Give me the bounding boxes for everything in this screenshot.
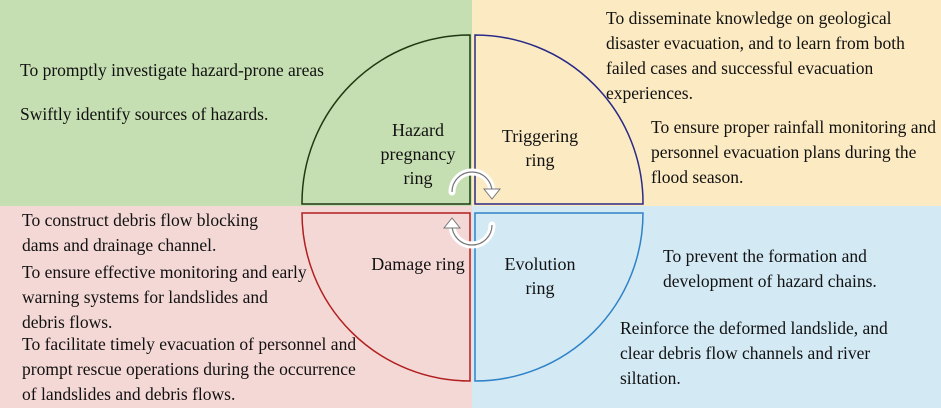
bottom-left-text-2: To ensure effective monitoring and early… — [22, 262, 307, 332]
bottom-left-text-1: To construct debris flow blocking dams a… — [22, 210, 258, 255]
bottom-right-text-2: Reinforce the deformed landslide, and cl… — [620, 318, 888, 388]
hazard-pregnancy-ring-label: Hazard pregnancy ring — [380, 120, 456, 188]
triggering-ring-shape — [474, 34, 644, 205]
bottom-right-text-1: To prevent the formation and development… — [663, 246, 877, 291]
bottom-left-text-3: To facilitate timely evacuation of perso… — [22, 334, 357, 404]
triggering-ring-label: Triggering ring — [501, 126, 579, 170]
cycle-arrows-icon — [442, 168, 502, 249]
evolution-ring-shape — [474, 212, 644, 382]
damage-ring-label: Damage ring — [371, 254, 465, 274]
top-left-text-2: Swiftly identify sources of hazards. — [20, 104, 269, 124]
top-left-text-1: To promptly investigate hazard-prone are… — [20, 60, 324, 80]
top-right-text-2: To ensure proper rainfall monitoring and… — [651, 117, 937, 187]
evolution-ring-label: Evolution ring — [504, 254, 576, 298]
damage-ring-shape — [301, 212, 471, 382]
hazard-pregnancy-ring-shape — [301, 34, 471, 205]
top-right-text-1: To disseminate knowledge on geological d… — [606, 8, 905, 103]
